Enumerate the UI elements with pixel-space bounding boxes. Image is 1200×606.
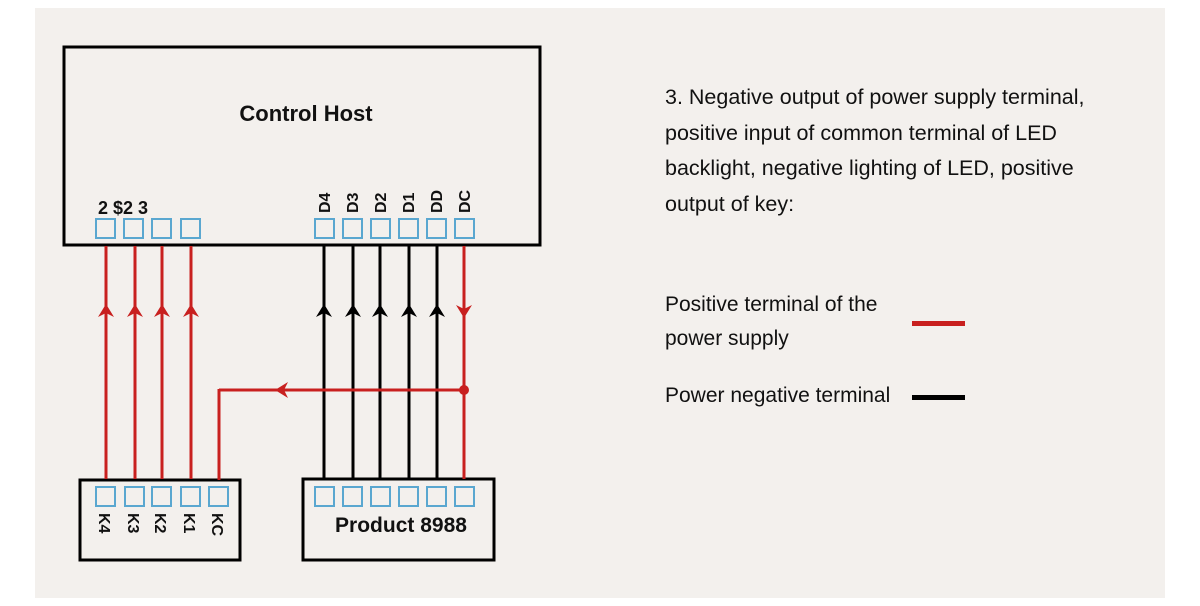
product-port-3 xyxy=(370,486,391,507)
host-right-port-2 xyxy=(342,218,363,239)
control-host-title: Control Host xyxy=(239,101,373,126)
arrow-up-icon xyxy=(127,304,143,317)
product-port-6 xyxy=(454,486,475,507)
host-left-port-2 xyxy=(123,218,144,239)
arrow-up-icon xyxy=(316,304,332,317)
key-port-label-k4: K4 xyxy=(95,513,112,534)
description-text: 3. Negative output of power supply termi… xyxy=(665,85,1085,216)
arrow-down-icon xyxy=(456,305,472,318)
host-port-label-d1: D1 xyxy=(401,192,418,213)
key-port-1 xyxy=(95,486,116,507)
product-port-2 xyxy=(342,486,363,507)
arrow-up-icon xyxy=(429,304,445,317)
product-title: Product 8988 xyxy=(335,514,467,537)
product-port-5 xyxy=(426,486,447,507)
host-right-port-4 xyxy=(398,218,419,239)
host-right-port-1 xyxy=(314,218,335,239)
junction-dot xyxy=(459,385,469,395)
arrow-up-icon xyxy=(401,304,417,317)
key-port-5 xyxy=(208,486,229,507)
key-port-label-kc: KC xyxy=(208,513,225,537)
host-port-label-dd: DD xyxy=(429,190,446,213)
product-port-1 xyxy=(314,486,335,507)
key-port-3 xyxy=(151,486,172,507)
arrow-up-icon xyxy=(98,304,114,317)
host-port-label-d4: D4 xyxy=(317,192,334,213)
key-module-box xyxy=(78,478,242,562)
legend-positive-label: Positive terminal of the power supply xyxy=(665,293,878,350)
host-right-port-5 xyxy=(426,218,447,239)
host-left-port-1 xyxy=(95,218,116,239)
host-left-port-4 xyxy=(180,218,201,239)
product-port-4 xyxy=(398,486,419,507)
control-host-left-port-label: 2 $2 3 xyxy=(98,198,148,218)
arrow-up-icon xyxy=(345,304,361,317)
key-port-4 xyxy=(180,486,201,507)
key-port-2 xyxy=(124,486,145,507)
arrow-left-icon xyxy=(275,382,288,398)
legend-negative-line xyxy=(912,395,965,400)
key-port-label-k3: K3 xyxy=(124,513,141,534)
arrow-up-icon xyxy=(183,304,199,317)
host-left-port-3 xyxy=(151,218,172,239)
key-port-label-k2: K2 xyxy=(151,513,168,534)
host-right-port-6 xyxy=(454,218,475,239)
host-port-label-d3: D3 xyxy=(345,192,362,213)
arrow-up-icon xyxy=(154,304,170,317)
host-right-port-3 xyxy=(370,218,391,239)
legend-positive-line xyxy=(912,321,965,326)
control-host-box xyxy=(62,45,542,247)
arrow-up-icon xyxy=(372,304,388,317)
key-port-label-k1: K1 xyxy=(180,513,197,534)
legend-negative-label: Power negative terminal xyxy=(665,384,891,407)
host-port-label-d2: D2 xyxy=(373,192,390,213)
host-port-label-dc: DC xyxy=(457,189,474,213)
